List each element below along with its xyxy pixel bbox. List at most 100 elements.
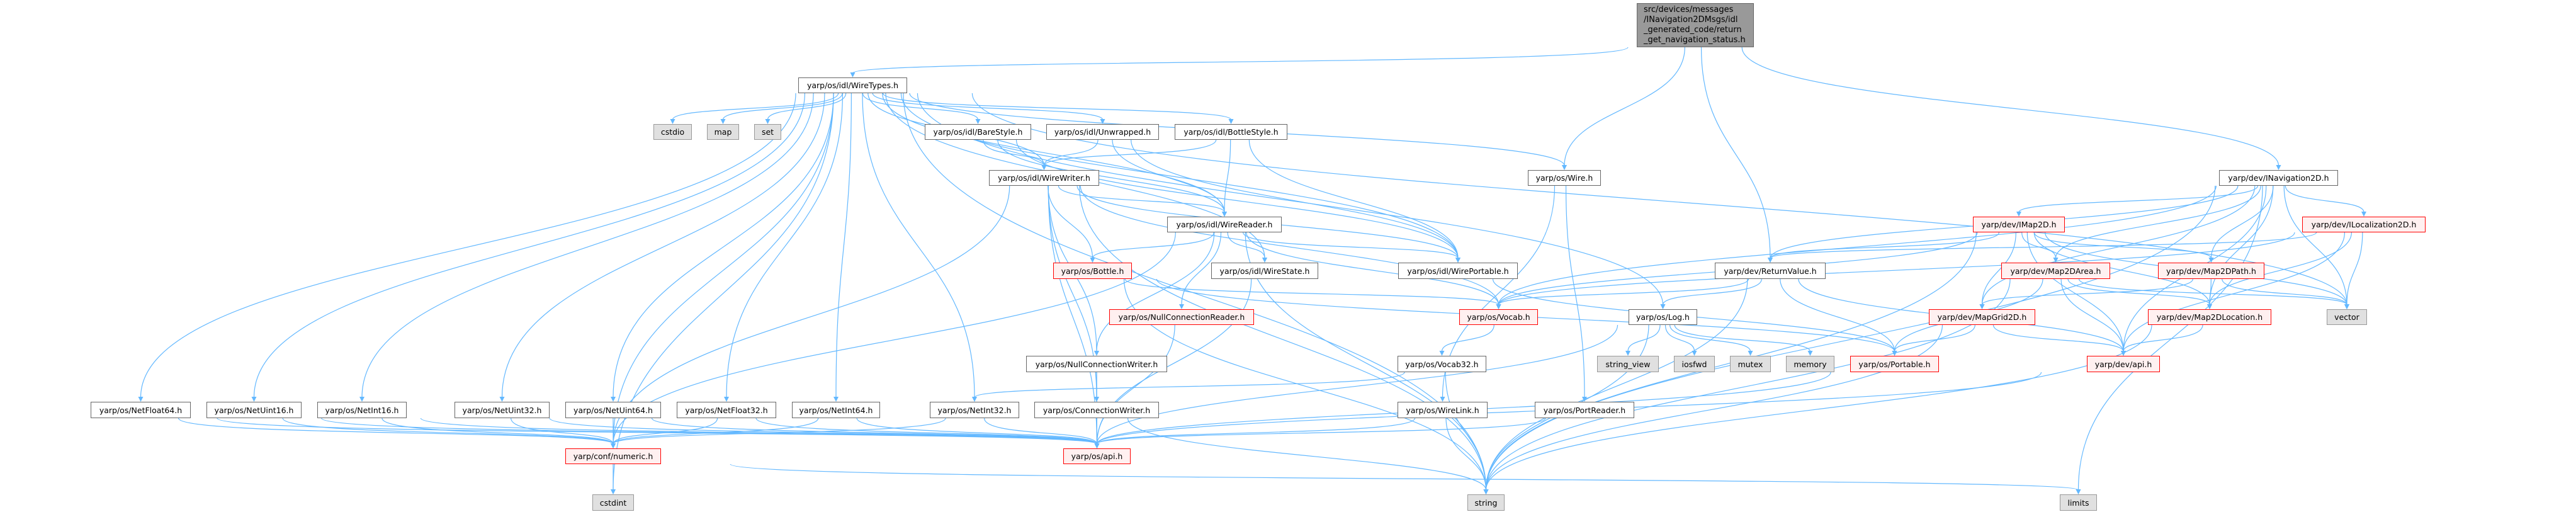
graph-node-netint16[interactable]: yarp/os/NetInt16.h xyxy=(317,402,407,418)
graph-node-netint32[interactable]: yarp/os/NetInt32.h xyxy=(930,402,1019,418)
edge-arrowhead-icon xyxy=(2208,258,2214,263)
edge-arrowhead-icon xyxy=(2344,304,2349,309)
edge-arrowhead-icon xyxy=(611,397,616,402)
graph-node-netfloat64[interactable]: yarp/os/NetFloat64.h xyxy=(91,402,191,418)
graph-node-unwrapped[interactable]: yarp/os/idl/Unwrapped.h xyxy=(1046,124,1159,140)
edge-PortReader-to-osapi xyxy=(1096,418,1546,445)
graph-node-nullconnectionwriter[interactable]: yarp/os/NullConnectionWriter.h xyxy=(1026,356,1167,372)
edge-NetInt32-to-numeric xyxy=(613,418,946,445)
graph-node-wirereader[interactable]: yarp/os/idl/WireReader.h xyxy=(1167,217,1282,232)
edge-arrowhead-icon xyxy=(972,397,977,402)
edge-NetUint32-to-numeric xyxy=(511,418,614,445)
edge-ReturnValue-to-string xyxy=(1485,278,1748,491)
graph-node-memory: memory xyxy=(1786,356,1834,372)
graph-node-wiretypes[interactable]: yarp/os/idl/WireTypes.h xyxy=(798,77,907,93)
edge-IMap2D-to-Map2DPath xyxy=(2033,232,2212,259)
graph-node-netuint64[interactable]: yarp/os/NetUint64.h xyxy=(565,402,661,418)
edge-NetInt64-to-numeric xyxy=(613,418,819,445)
edge-IMap2D-to-Map2DArea xyxy=(2021,232,2057,259)
edge-NetUint64-to-osapi xyxy=(651,418,1098,445)
graph-node-portreader[interactable]: yarp/os/PortReader.h xyxy=(1535,402,1634,418)
edge-WireTypes-to-NetFloat64 xyxy=(140,93,796,398)
edge-WireTypes-to-cstdio xyxy=(672,93,839,120)
edge-NetFloat32-to-osapi xyxy=(755,418,1098,445)
graph-node-wirewriter[interactable]: yarp/os/idl/WireWriter.h xyxy=(989,170,1099,186)
edge-NetInt16-to-osapi xyxy=(420,418,1098,445)
edge-arrowhead-icon xyxy=(2207,304,2212,309)
graph-node-nullconnectionreader[interactable]: yarp/os/NullConnectionReader.h xyxy=(1109,309,1254,325)
edge-numeric-to-limits xyxy=(730,464,2079,491)
graph-node-map2dpath[interactable]: yarp/dev/Map2DPath.h xyxy=(2158,263,2264,279)
edge-Wire-to-PortReader xyxy=(1565,185,1585,398)
edge-NullConnectionReader-to-osapi xyxy=(1096,324,1175,445)
graph-node-bottlestyle[interactable]: yarp/os/idl/BottleStyle.h xyxy=(1175,124,1287,140)
edge-arrowhead-icon xyxy=(975,119,981,124)
edge-IMap2D-to-devapi xyxy=(2026,232,2124,352)
edge-src-to-Wire xyxy=(1564,47,1685,166)
edge-NetFloat32-to-numeric xyxy=(613,418,718,445)
graph-node-devapi[interactable]: yarp/dev/api.h xyxy=(2087,356,2160,372)
edge-Log-to-memory xyxy=(1674,324,1811,352)
graph-node-numeric[interactable]: yarp/conf/numeric.h xyxy=(565,448,661,464)
edge-arrowhead-icon xyxy=(1041,165,1047,170)
graph-node-map2darea[interactable]: yarp/dev/Map2DArea.h xyxy=(2001,263,2110,279)
edge-NetUint32-to-osapi xyxy=(549,418,1098,445)
edge-Map2DPath-to-Map2DLocation xyxy=(2209,278,2212,305)
edge-ILocalization2D-to-Vocab xyxy=(1498,232,2295,305)
edge-arrowhead-icon xyxy=(1748,351,1753,356)
graph-node-set: set xyxy=(754,124,781,140)
graph-node-src: src/devices/messages /INavigation2DMsgs/… xyxy=(1637,3,1754,47)
edge-arrowhead-icon xyxy=(2053,258,2059,263)
graph-node-netuint32[interactable]: yarp/os/NetUint32.h xyxy=(455,402,550,418)
edge-WireTypes-to-NetFloat32 xyxy=(726,93,844,398)
graph-node-cstdio: cstdio xyxy=(653,124,692,140)
edge-arrowhead-icon xyxy=(1439,351,1445,356)
graph-node-netuint16[interactable]: yarp/os/NetUint16.h xyxy=(206,402,302,418)
edge-WireTypes-to-NetUint32 xyxy=(501,93,825,398)
edge-arrowhead-icon xyxy=(1094,443,1100,448)
graph-node-returnvalue[interactable]: yarp/dev/ReturnValue.h xyxy=(1715,263,1826,279)
edge-arrowhead-icon xyxy=(1440,397,1445,402)
edge-INavigation2D-to-Vocab xyxy=(1498,185,2217,305)
edge-ILocalization2D-to-ReturnValue xyxy=(1770,232,2317,259)
graph-node-vocab[interactable]: yarp/os/Vocab.h xyxy=(1459,309,1538,325)
edge-INavigation2D-to-string xyxy=(1485,185,2216,491)
graph-node-connectionwriter[interactable]: yarp/os/ConnectionWriter.h xyxy=(1034,402,1159,418)
edge-arrowhead-icon xyxy=(1892,351,1897,356)
graph-node-netfloat32[interactable]: yarp/os/NetFloat32.h xyxy=(677,402,776,418)
graph-node-wirestate[interactable]: yarp/os/idl/WireState.h xyxy=(1211,263,1318,279)
edge-arrowhead-icon xyxy=(1660,304,1666,309)
edge-src-to-WireTypes xyxy=(852,47,1629,74)
edge-BareStyle-to-WireReader xyxy=(997,139,1225,213)
graph-node-string: string xyxy=(1467,494,1505,511)
graph-node-map2dlocation[interactable]: yarp/dev/Map2DLocation.h xyxy=(2148,309,2271,325)
edge-BottleStyle-to-WireReader xyxy=(1224,139,1231,213)
edge-ReturnValue-to-Log xyxy=(1662,278,1762,305)
edge-WireWriter-to-osapi xyxy=(1048,185,1098,445)
edge-BottleStyle-to-WireWriter xyxy=(1043,139,1217,166)
graph-node-bottle[interactable]: yarp/os/Bottle.h xyxy=(1053,263,1132,279)
graph-node-ilocalization2d[interactable]: yarp/dev/ILocalization2D.h xyxy=(2302,217,2426,232)
graph-node-barestyle[interactable]: yarp/os/idl/BareStyle.h xyxy=(925,124,1031,140)
graph-node-imap2d[interactable]: yarp/dev/IMap2D.h xyxy=(1973,217,2065,232)
graph-node-mapgrid2d[interactable]: yarp/dev/MapGrid2D.h xyxy=(1929,309,2035,325)
graph-node-netint64[interactable]: yarp/os/NetInt64.h xyxy=(792,402,880,418)
edge-arrowhead-icon xyxy=(2361,212,2366,217)
edge-INavigation2D-to-IMap2D xyxy=(2018,185,2259,213)
edge-BareStyle-to-WireWriter xyxy=(983,139,1045,166)
graph-node-vocab32[interactable]: yarp/os/Vocab32.h xyxy=(1398,356,1486,372)
graph-node-inavigation2d[interactable]: yarp/dev/INavigation2D.h xyxy=(2219,170,2338,186)
graph-node-log[interactable]: yarp/os/Log.h xyxy=(1629,309,1697,325)
graph-node-wire[interactable]: yarp/os/Wire.h xyxy=(1528,170,1601,186)
edge-Vocab32-to-NetInt32 xyxy=(974,372,1405,398)
graph-node-osapi[interactable]: yarp/os/api.h xyxy=(1063,448,1131,464)
graph-node-wirelink[interactable]: yarp/os/WireLink.h xyxy=(1398,402,1488,418)
edge-ReturnValue-to-Vocab xyxy=(1498,278,1749,305)
edge-Log-to-osapi xyxy=(1096,324,1618,445)
graph-node-wireportable[interactable]: yarp/os/idl/WirePortable.h xyxy=(1398,263,1518,279)
edge-WireLink-to-string xyxy=(1445,418,1487,491)
edge-BareStyle-to-WirePortable xyxy=(1015,139,1459,259)
edge-NetUint16-to-osapi xyxy=(321,418,1098,445)
graph-node-portable[interactable]: yarp/os/Portable.h xyxy=(1850,356,1939,372)
edge-arrowhead-icon xyxy=(2076,489,2081,494)
